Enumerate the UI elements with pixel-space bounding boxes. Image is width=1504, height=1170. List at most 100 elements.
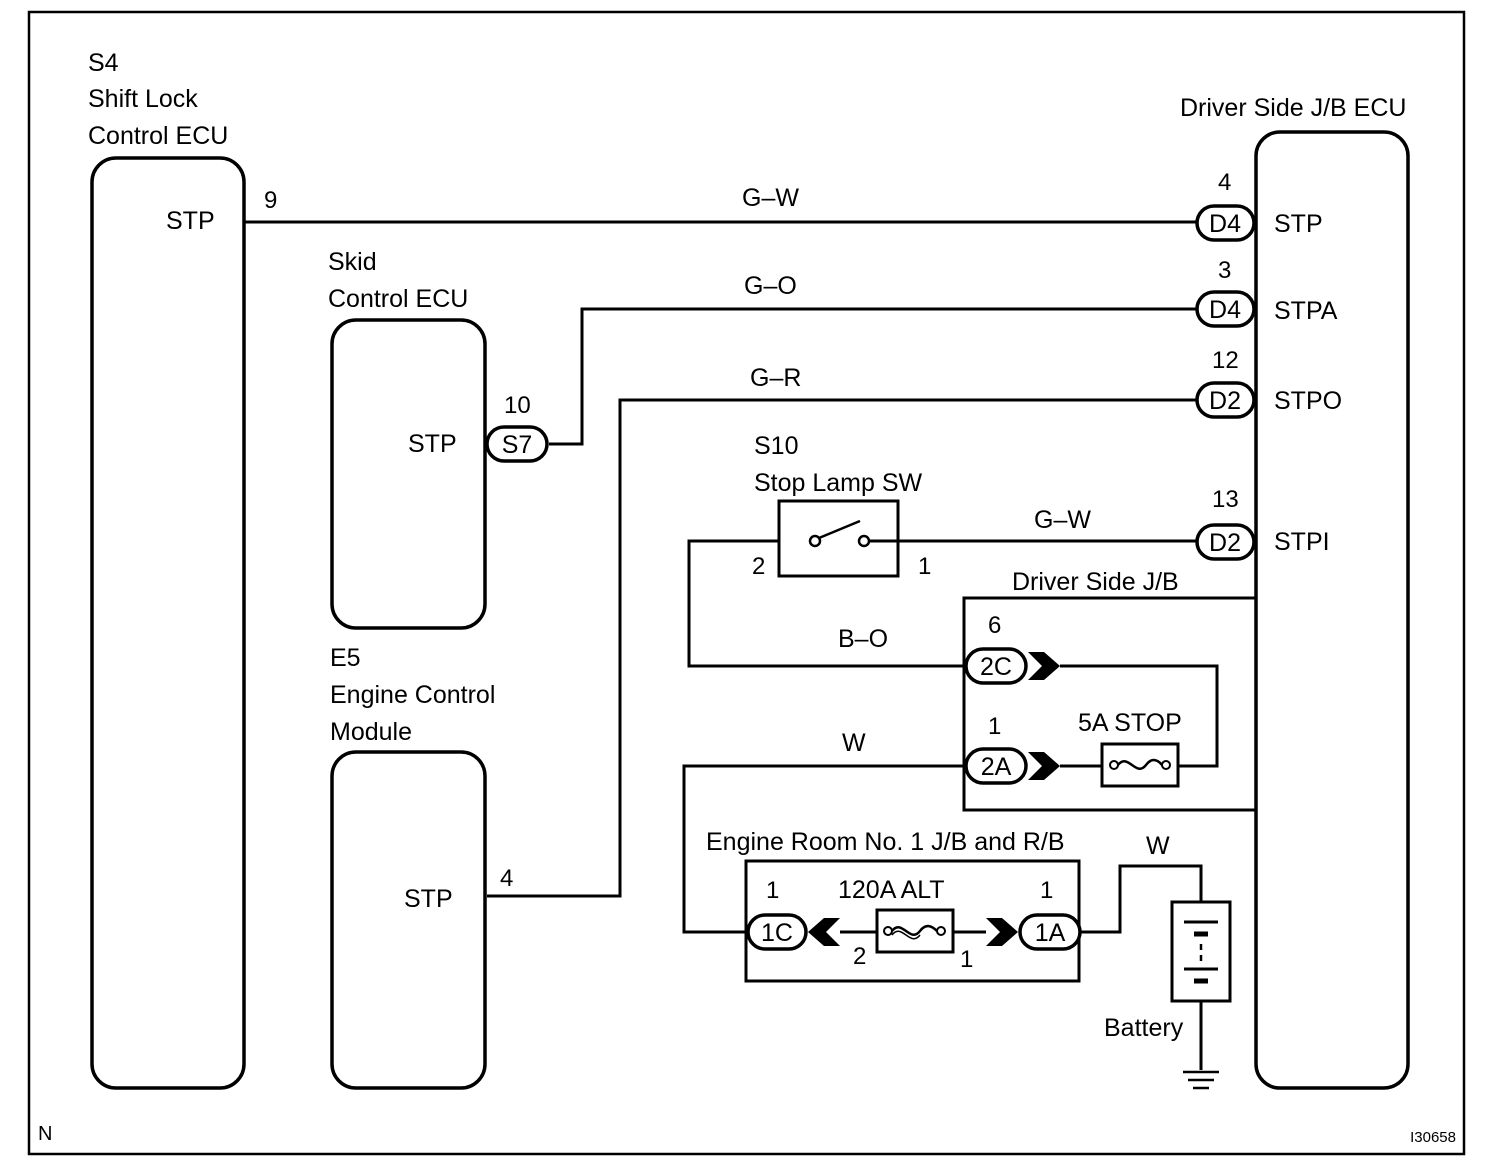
ecu-stpo-pin: 12 [1212,347,1239,374]
engine-room-1a-pin: 1 [1040,877,1053,904]
engine-control-module: E5 Engine Control Module STP 4 [330,644,513,1090]
alt-fuse-element-icon [891,924,938,936]
stop-lamp-sw-blade [818,519,861,540]
ecu-stpi-label: STPI [1274,528,1330,556]
connector-s7-body [485,425,549,463]
ecu-stp-pin: 4 [1218,169,1231,196]
connector-d2-stpi: D2 [1195,523,1256,561]
chevron-2a-icon [1028,752,1060,780]
connector-d4-stp-body [1195,204,1256,242]
wire-w-battery-line [1080,864,1203,934]
driver-jb-2c-pin: 6 [988,612,1001,639]
jb-internal-wire-fuse-2c [1060,664,1219,768]
wire-w-battery-label: W [1146,832,1170,860]
driver-jb-name: Driver Side J/B [1012,568,1179,596]
stop-lamp-sw-name: Stop Lamp SW [754,469,923,497]
corner-label-right: I30658 [1410,1129,1456,1146]
driver-jb-box [962,596,1256,812]
battery-body [1170,900,1232,1003]
wire-b-o-label: B–O [838,625,888,653]
shift-lock-ecu-name-1: Shift Lock [88,85,198,113]
connector-d4-stp: D4 [1195,204,1256,242]
stop-lamp-switch: S10 Stop Lamp SW 2 1 [752,432,931,580]
engine-room-1c-pin: 1 [766,877,779,904]
shift-lock-ecu-pin: 9 [264,187,277,214]
wire-g-r-label: G–R [750,364,801,392]
engine-module-pin: 4 [500,865,513,892]
wire-b-o-line [687,539,966,668]
connector-1c-body [746,913,808,951]
ecu-stpa-label: STPA [1274,297,1338,325]
wire-g-o: G–O [549,272,1197,446]
connector-d4-stpa-label: D4 [1209,296,1241,324]
battery-label: Battery [1104,1014,1184,1042]
shift-lock-ecu-terminal: STP [166,207,215,235]
corner-label-left: N [38,1123,52,1145]
engine-room-jb-box [744,859,1081,983]
wire-g-w-stpi-label: G–W [1034,506,1091,534]
stop-fuse-end-b [1161,760,1171,770]
wire-b-o: B–O [687,539,966,668]
driver-jb-2a-pin: 1 [988,713,1001,740]
engine-module-body [330,750,487,1090]
chevron-1a-icon [986,918,1018,946]
engine-room-jb: Engine Room No. 1 J/B and R/B 1 1C 120A … [706,828,1082,983]
alt-fuse-label: 120A ALT [838,876,945,904]
driver-jb-ecu-body [1254,130,1410,1090]
connector-d4-stp-label: D4 [1209,210,1241,238]
engine-module-code: E5 [330,644,361,672]
driver-jb-ecu-name: Driver Side J/B ECU [1180,94,1406,122]
alt-fuse-end-a [883,926,893,936]
stop-fuse-label: 5A STOP [1078,709,1182,737]
engine-room-jb-name: Engine Room No. 1 J/B and R/B [706,828,1065,856]
alt-fuse-pin-left: 2 [853,943,866,970]
wire-g-o-label: G–O [744,272,797,300]
driver-side-jb: Driver Side J/B 6 2C 1 2A 5A STOP [962,568,1256,812]
chevron-2c-icon [1028,652,1060,680]
driver-side-jb-ecu: Driver Side J/B ECU 4 STP 3 STPA 12 STPO… [1180,94,1410,1090]
connector-1a-label: 1A [1035,919,1066,947]
alt-fuse-element-icon-2 [891,930,921,940]
stop-lamp-sw-pin-left: 2 [752,553,765,580]
connector-d2-stpo: D2 [1195,381,1256,419]
wire-g-o-line [549,307,1197,446]
wire-g-r-line [487,398,1197,898]
engine-module-name-2: Module [330,718,412,746]
engine-module-name-1: Engine Control [330,681,495,709]
connector-d2-stpo-label: D2 [1209,387,1241,415]
alt-fuse-end-b [936,926,946,936]
ecu-stpo-label: STPO [1274,387,1342,415]
connector-2a-label: 2A [981,753,1012,781]
connector-s7-label: S7 [502,431,533,459]
stop-fuse-end-a [1109,760,1119,770]
wire-g-w-stpi: G–W [869,506,1197,543]
stop-lamp-sw-body [777,499,900,578]
alt-fuse-pin-right: 1 [960,946,973,973]
shift-lock-ecu-name-2: Control ECU [88,122,228,150]
connector-d2-stpi-label: D2 [1209,529,1241,557]
stop-lamp-sw-code: S10 [754,432,798,460]
skid-ecu-name-2: Control ECU [328,285,468,313]
wire-w-jb: W [682,729,966,934]
stop-lamp-sw-contact-a [808,534,822,548]
wire-w-battery: W [1080,832,1203,934]
stop-lamp-sw-contact-b [857,534,871,548]
skid-ecu-pin: 10 [504,392,531,419]
wire-g-w-top-label: G–W [742,184,799,212]
wire-w-jb-label: W [842,729,866,757]
connector-d4-stpa: D4 [1195,290,1256,328]
diagram-frame [27,10,1466,1156]
stop-lamp-sw-pin-right: 1 [918,553,931,580]
wire-g-w-top: G–W [245,184,1197,224]
wire-w-jb-line [682,764,966,934]
engine-module-terminal: STP [404,885,453,913]
connector-d2-stpo-body [1195,381,1256,419]
connector-s7: S7 [485,425,549,463]
shift-lock-ecu-body [90,156,246,1090]
connector-1c-label: 1C [761,919,793,947]
skid-ecu-body [330,318,487,630]
skid-ecu-name-1: Skid [328,248,377,276]
ecu-stp-label: STP [1274,210,1323,238]
wire-g-r: G–R [487,364,1197,898]
